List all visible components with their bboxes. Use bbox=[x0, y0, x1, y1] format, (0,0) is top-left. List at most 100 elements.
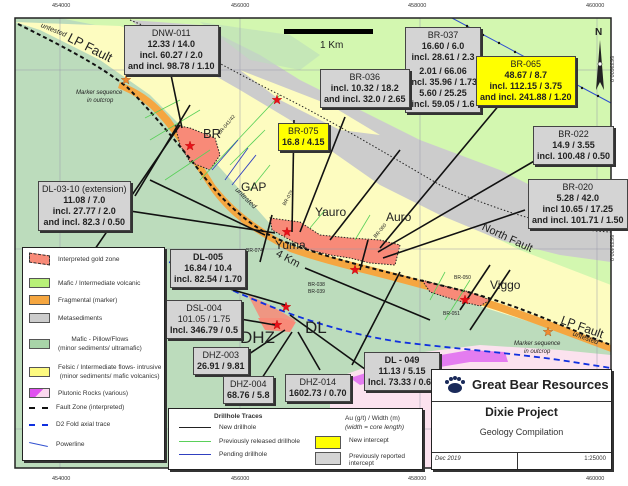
label-marker-nw-1: Marker sequence bbox=[76, 90, 123, 96]
intercept-br-037: BR-037 16.60 / 6.0 incl. 28.61 / 2.3 2.0… bbox=[405, 27, 482, 113]
northing-tick-5633600: 5633600.0 bbox=[0, 56, 2, 82]
trace-new: New drillhole bbox=[179, 424, 256, 431]
label-br: BR bbox=[203, 126, 222, 141]
hole-id: BR-036 bbox=[349, 72, 381, 82]
intercept-dnw-011: DNW-011 12.33 / 14.0 incl. 60.27 / 2.0 a… bbox=[124, 25, 219, 75]
legend-item-metasediments: Metasediments bbox=[29, 313, 102, 323]
intercept-dhz-014: DHZ-014 1602.73 / 0.70 bbox=[285, 374, 351, 402]
legend-sublabel: (minor sediments/ ultramafic) bbox=[58, 345, 142, 352]
new-drillhole-line-icon bbox=[179, 427, 211, 428]
map-subtitle: Geology Compilation bbox=[479, 427, 564, 437]
intercept-value: and incl. 98.78 / 1.10 bbox=[128, 61, 215, 71]
title-divider bbox=[432, 452, 611, 453]
easting-tick-458000-bottom: 458000 bbox=[408, 476, 427, 482]
legend-label: Mafic / Intermediate volcanic bbox=[58, 279, 141, 287]
trace-label: New drillhole bbox=[219, 424, 257, 431]
intercept-dl-005: DL-005 16.84 / 10.4 incl. 82.54 / 1.70 bbox=[170, 249, 247, 288]
intercept-value: 68.76 / 5.8 bbox=[227, 390, 270, 400]
intercept-value: 2.01 / 66.06 bbox=[419, 66, 467, 76]
felsic-unit bbox=[15, 22, 611, 345]
fold-trace-line-icon bbox=[29, 423, 48, 426]
intercept-value: 101.05 / 1.75 bbox=[177, 314, 231, 324]
mafic-pillow-swatch bbox=[29, 339, 50, 349]
north-label: N bbox=[595, 27, 603, 38]
intercept-value: incl. 82.54 / 1.70 bbox=[174, 274, 243, 284]
hole-id: BR-020 bbox=[562, 182, 594, 192]
intercept-value: 5.28 / 42.0 bbox=[556, 193, 600, 203]
felsic-swatch bbox=[29, 367, 50, 377]
easting-tick-458000: 458000 bbox=[408, 3, 427, 9]
company-name: Great Bear Resources bbox=[472, 377, 609, 392]
intercept-value: 14.9 / 3.55 bbox=[552, 140, 595, 150]
units-note: (width = core length) bbox=[345, 424, 405, 431]
legend-item-fragmental: Fragmental (marker) bbox=[29, 295, 117, 305]
hole-id: DHZ-004 bbox=[230, 379, 267, 389]
fault-line-icon bbox=[29, 406, 48, 409]
project-name: Dixie Project bbox=[485, 405, 558, 419]
northing-tick-5633400-right: 5633400.0 bbox=[608, 235, 614, 261]
intercept-value: 12.33 / 14.0 bbox=[147, 39, 196, 49]
legend-label: Felsic / Intermediate flows- intrusive bbox=[58, 364, 162, 371]
easting-tick-456000-bottom: 456000 bbox=[231, 476, 250, 482]
legend-item-plutonic: Plutonic Rocks (various) bbox=[29, 388, 128, 398]
label-br074: BR-074 bbox=[246, 248, 263, 254]
drillhole-legend: Drillhole Traces New drillhole Previousl… bbox=[168, 408, 423, 470]
gold-occurrence-stars bbox=[184, 94, 471, 330]
legend-item-fold-trace: D2 Fold axial trace bbox=[29, 421, 110, 428]
intercept-br-065: BR-065 48.67 / 8.7 incl. 112.15 / 3.75 a… bbox=[476, 56, 576, 106]
fragmental-swatch bbox=[29, 295, 50, 305]
scale-bar-label: 1 Km bbox=[320, 40, 344, 51]
powerline-line-icon bbox=[29, 442, 48, 447]
gold-zone-yuma-auro bbox=[269, 217, 401, 266]
map-scale: 1:25000 bbox=[584, 456, 606, 462]
label-br039: BR-039 bbox=[308, 289, 325, 295]
hole-id: DHZ-014 bbox=[299, 377, 337, 387]
pending-drillhole-line-icon bbox=[179, 454, 211, 455]
new-intercept-swatch bbox=[315, 436, 341, 449]
new-intercept-label: New intercept bbox=[349, 437, 389, 444]
easting-tick-460000: 460000 bbox=[586, 3, 605, 9]
previous-drillhole-line-icon bbox=[179, 441, 211, 442]
hole-id: DSL-004 bbox=[186, 303, 222, 313]
intercept-value: incl. 59.05 / 1.6 bbox=[411, 99, 475, 109]
plutonic-swatch bbox=[29, 388, 50, 398]
geology-legend: Interpreted gold zone Mafic / Intermedia… bbox=[22, 247, 165, 461]
label-br051: BR-051 bbox=[443, 311, 460, 317]
mafic-volcanic-lens bbox=[200, 22, 320, 70]
intercept-dhz-003: DHZ-003 26.91 / 9.81 bbox=[193, 347, 249, 375]
title-divider-vertical bbox=[517, 452, 518, 469]
label-marker-se-1: Marker sequence bbox=[514, 341, 561, 347]
legend-item-fault: Fault Zone (interpreted) bbox=[29, 404, 124, 411]
drillhole-legend-title: Drillhole Traces bbox=[214, 413, 263, 420]
label-gap: GAP bbox=[241, 180, 267, 194]
label-yuma: Yuma bbox=[275, 238, 306, 252]
intercept-br-020: BR-020 5.28 / 42.0 incl 10.65 / 17.25 an… bbox=[528, 179, 628, 229]
map-date: Dec 2019 bbox=[435, 456, 461, 462]
fold-axial-trace bbox=[159, 257, 611, 369]
title-divider bbox=[432, 401, 611, 402]
intercept-value: incl 10.65 / 17.25 bbox=[542, 204, 614, 214]
legend-item-powerline: Powerline bbox=[29, 441, 85, 448]
intercept-value: and incl. 101.71 / 1.50 bbox=[532, 215, 624, 225]
hole-id: DHZ-003 bbox=[202, 350, 240, 360]
intercept-value: 5.60 / 25.25 bbox=[419, 88, 467, 98]
intercept-value: and incl. 241.88 / 1.20 bbox=[480, 92, 572, 102]
hole-id: DNW-011 bbox=[151, 28, 191, 38]
label-viggo: Viggo bbox=[490, 278, 521, 292]
gold-zone-swatch bbox=[29, 252, 50, 266]
legend-sublabel: (minor sediments/ mafic volcanics) bbox=[59, 373, 160, 380]
intercept-value: Incl. 73.33 / 0.60 bbox=[368, 377, 437, 387]
scale-bar bbox=[284, 29, 373, 34]
intercept-dhz-004: DHZ-004 68.76 / 5.8 bbox=[223, 376, 274, 404]
northing-tick-5633200: 5633200.0 bbox=[0, 415, 2, 441]
label-dhz: DHZ bbox=[240, 328, 275, 347]
intercept-dl-03-10: DL-03-10 (extension) 11.08 / 7.0 incl. 2… bbox=[38, 181, 131, 231]
units-label: Au (g/t) / Width (m) bbox=[345, 415, 400, 422]
previous-intercept-swatch bbox=[315, 452, 341, 465]
intercept-value: incl. 28.61 / 2.3 bbox=[411, 52, 475, 62]
bear-paw-logo-icon bbox=[444, 376, 466, 394]
legend-label: Powerline bbox=[56, 441, 85, 448]
intercept-value: 48.67 / 8.7 bbox=[504, 70, 548, 80]
metasediments-swatch bbox=[29, 313, 50, 323]
northing-tick-5633400: 5633400.0 bbox=[0, 235, 2, 261]
